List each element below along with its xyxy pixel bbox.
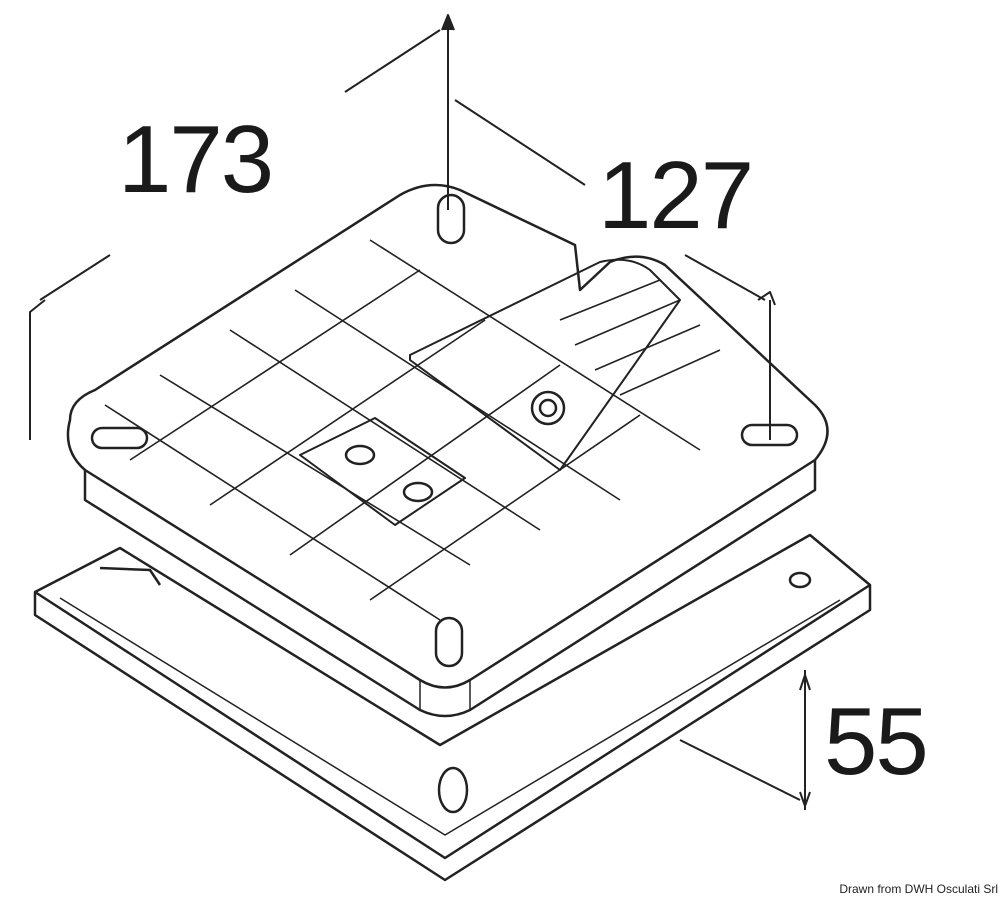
- length-dimension-label: 173: [118, 106, 274, 213]
- top-plate: [66, 183, 829, 718]
- base-plate: [33, 533, 872, 882]
- width-dimension-label: 127: [598, 142, 754, 249]
- dimension-lines: [29, 14, 811, 810]
- drawing-credit: Drawn from DWH Osculati Srl: [839, 882, 998, 896]
- height-dimension-label: 55: [824, 688, 929, 795]
